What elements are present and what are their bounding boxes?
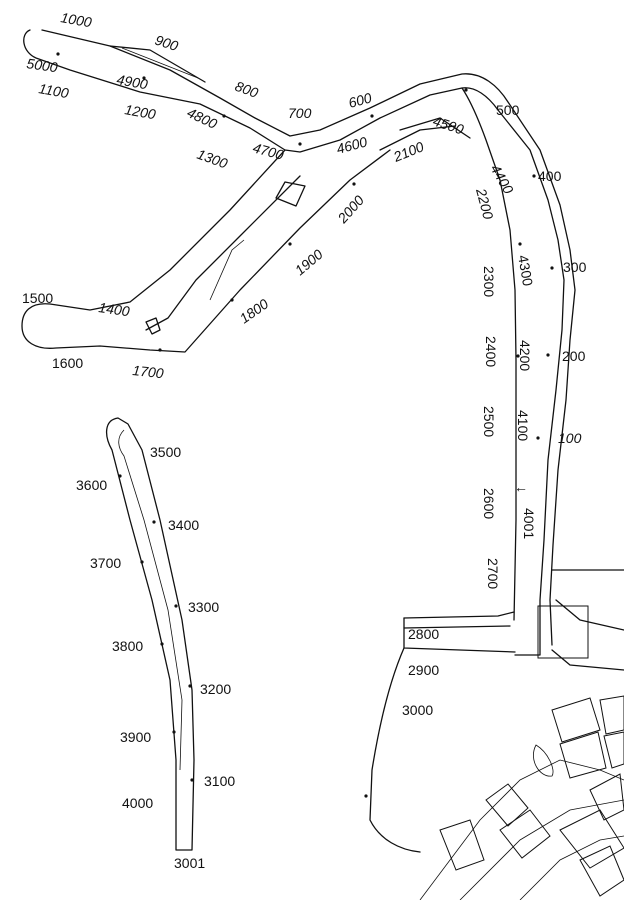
building-block	[559, 809, 624, 869]
label-2600: 2600	[481, 488, 497, 519]
label-3900: 3900	[120, 729, 151, 745]
label-3500: 3500	[150, 444, 181, 460]
label-1300: 1300	[195, 146, 230, 172]
label-300: 300	[563, 259, 587, 275]
label-1800: 1800	[237, 295, 272, 326]
label-4900: 4900	[115, 71, 149, 92]
label-3200: 3200	[200, 681, 231, 697]
label-1100: 1100	[37, 80, 70, 101]
label-1400: 1400	[98, 299, 131, 319]
label-1700: 1700	[132, 362, 165, 381]
start-arrow-icon: ←	[514, 479, 528, 495]
label-2300: 2300	[481, 266, 497, 297]
label-1200: 1200	[123, 101, 157, 122]
main-circuit-road	[23, 29, 576, 656]
buildings	[369, 569, 624, 901]
label-4200: 4200	[517, 340, 533, 371]
label-2200: 2200	[473, 186, 497, 221]
separate-straight	[106, 417, 195, 851]
label-4100: 4100	[515, 410, 531, 441]
building-block	[599, 695, 624, 735]
label-1600: 1600	[52, 355, 83, 371]
hairpin-loop	[21, 149, 391, 353]
label-800: 800	[233, 78, 261, 101]
label-2400: 2400	[483, 336, 499, 367]
label-4400: 4400	[487, 162, 517, 197]
label-4001: 4001	[521, 508, 537, 539]
building-pit-complex	[537, 605, 589, 659]
label-4500: 4500	[431, 113, 466, 138]
label-2000: 2000	[334, 192, 368, 227]
label-3001: 3001	[174, 855, 205, 871]
label-4800: 4800	[185, 104, 220, 132]
building-block	[551, 697, 601, 743]
distance-dots	[56, 52, 554, 798]
label-4300: 4300	[515, 254, 536, 288]
building-block	[485, 783, 529, 827]
label-3000: 3000	[402, 702, 433, 718]
building-block	[559, 731, 607, 779]
label-900: 900	[153, 32, 180, 55]
label-2800: 2800	[408, 626, 439, 642]
label-3600: 3600	[76, 477, 107, 493]
label-2900: 2900	[408, 662, 439, 678]
label-5000: 5000	[26, 55, 59, 75]
building-block	[589, 773, 624, 821]
label-3300: 3300	[188, 599, 219, 615]
building-block	[579, 845, 624, 897]
label-2500: 2500	[481, 406, 497, 437]
label-500: 500	[496, 102, 520, 118]
label-4700: 4700	[251, 139, 285, 163]
label-3100: 3100	[204, 773, 235, 789]
label-700: 700	[288, 105, 312, 121]
label-3800: 3800	[112, 638, 143, 654]
label-3700: 3700	[90, 555, 121, 571]
label-4600: 4600	[335, 133, 369, 157]
label-1900: 1900	[292, 246, 326, 278]
label-1000: 1000	[59, 9, 93, 30]
label-200: 200	[562, 348, 586, 364]
distance-labels: 100 200 300 400 500 600 700 800 900 1000…	[22, 9, 587, 871]
label-400: 400	[538, 168, 562, 184]
label-1500: 1500	[22, 290, 53, 306]
label-3400: 3400	[168, 517, 199, 533]
building-block	[499, 809, 551, 859]
label-100: 100	[558, 430, 582, 446]
label-2700: 2700	[485, 558, 501, 589]
building-block	[603, 731, 624, 769]
building-block	[439, 819, 485, 871]
label-4000: 4000	[122, 795, 153, 811]
label-600: 600	[347, 89, 374, 111]
